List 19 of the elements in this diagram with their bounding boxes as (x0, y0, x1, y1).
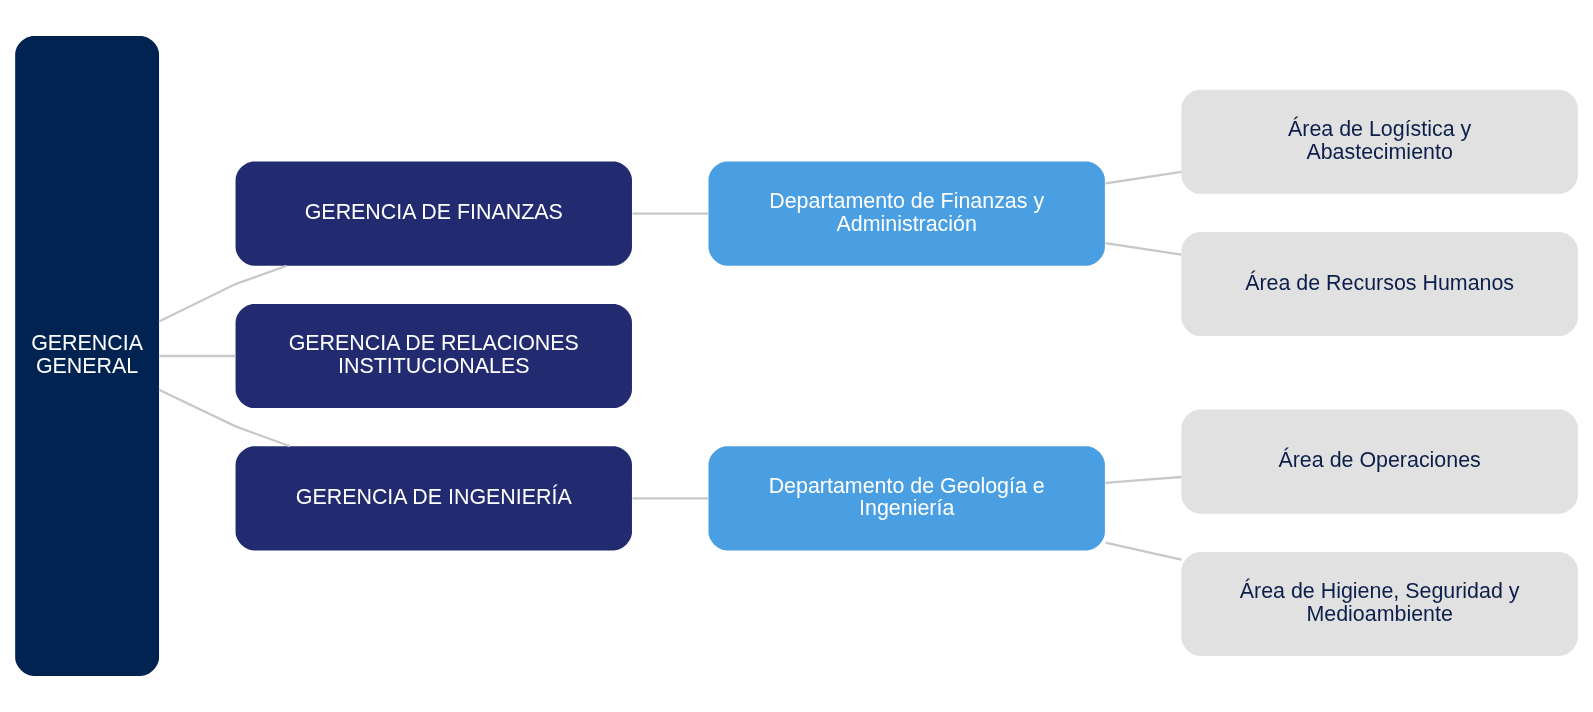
connector (632, 212, 709, 215)
node-box: Área de Logística y Abastecimiento (1181, 89, 1578, 194)
node-box: GERENCIA DE FINANZAS (235, 161, 632, 266)
connector (1105, 170, 1182, 185)
connector (1105, 541, 1182, 561)
node-box: Área de Recursos Humanos (1181, 232, 1578, 337)
connector (158, 388, 291, 448)
node-box: Área de Operaciones (1181, 409, 1578, 514)
node-box: Área de Higiene, Seguridad y Medioambiente (1181, 551, 1578, 656)
connector (158, 264, 288, 323)
node-box: Departamento de Finanzas y Administración (708, 161, 1105, 266)
node-box: GERENCIA DE INGENIERÍA (235, 446, 632, 551)
node-box: GERENCIA GENERAL (15, 36, 160, 676)
connector (632, 497, 709, 500)
connector (1105, 242, 1182, 256)
node-box: Departamento de Geología e Ingeniería (708, 446, 1105, 551)
node-box: GERENCIA DE RELACIONES INSTITUCIONALES (235, 303, 632, 409)
connector (1105, 475, 1182, 485)
connector (159, 354, 236, 358)
